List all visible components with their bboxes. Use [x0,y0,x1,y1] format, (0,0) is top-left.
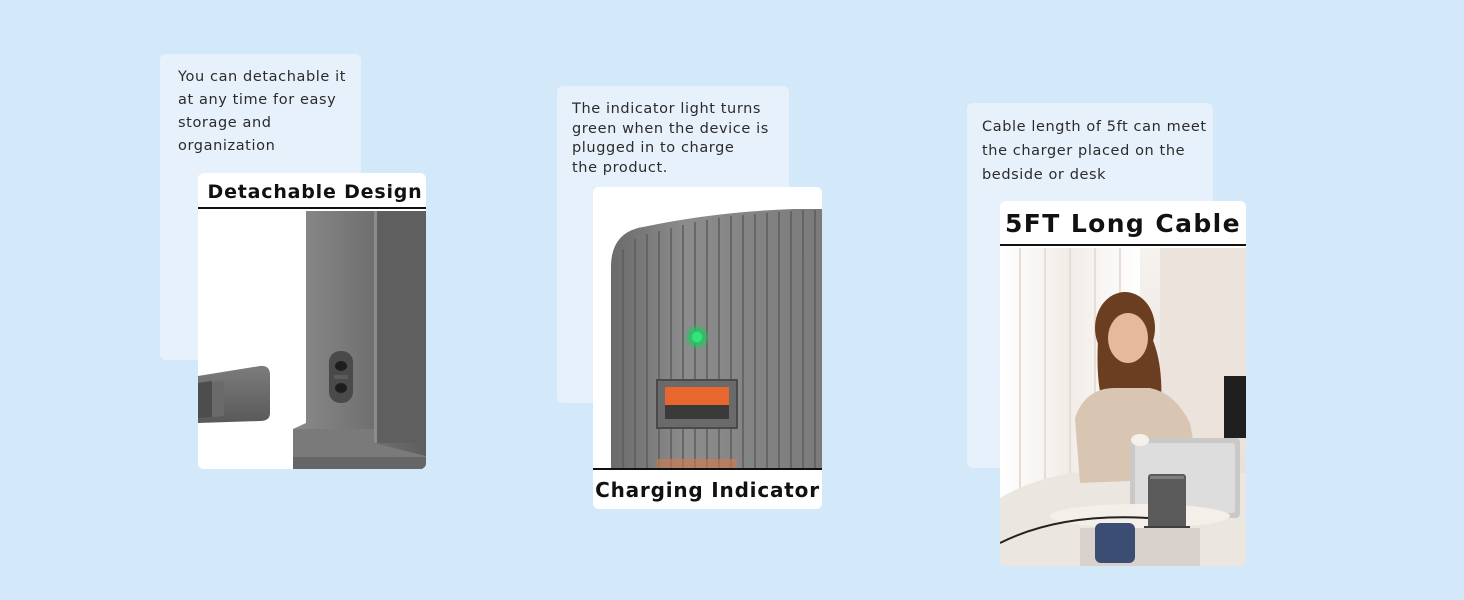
charging-indicator-card: Charging Indicator [593,187,822,509]
detachable-design-card: Detachable Design [198,173,426,469]
long-cable-title: 5FT Long Cable [1000,201,1246,246]
long-cable-card: 5FT Long Cable [1000,201,1246,566]
charging-indicator-photo [593,187,822,470]
detachable-design-title: Detachable Design [198,173,426,209]
indicator-led-icon [684,324,710,350]
charger-closeup-illustration [593,187,822,470]
detachable-design-photo [198,211,426,469]
charging-indicator-title: Charging Indicator [593,468,822,509]
cable-description-text: Cable length of 5ft can meet the charger… [982,119,1207,183]
indicator-description-text: The indicator light turns green when the… [572,101,769,176]
long-cable-photo [1000,248,1246,566]
usb-port-icon [656,379,738,429]
charger-plug-icon [198,365,270,423]
detachable-description-text: You can detachable it at any time for ea… [178,69,347,154]
power-socket-icon [329,351,353,403]
bedroom-scene-illustration [1000,248,1246,566]
charger-illustration [198,211,426,469]
charger-device-icon [1144,474,1190,530]
